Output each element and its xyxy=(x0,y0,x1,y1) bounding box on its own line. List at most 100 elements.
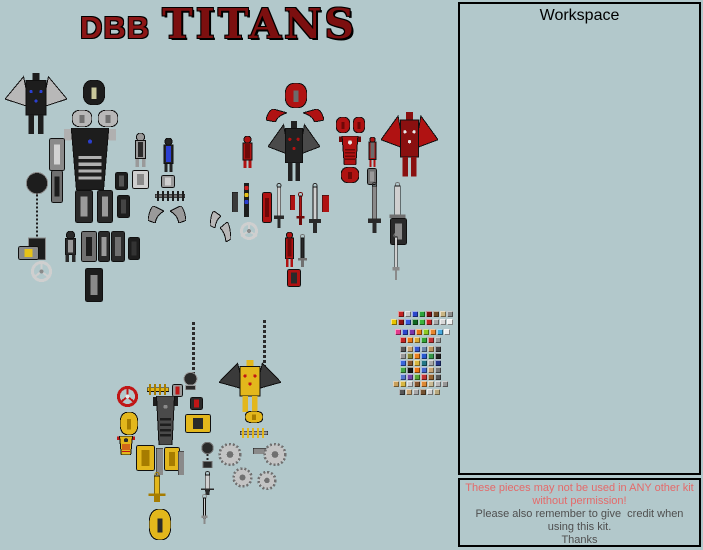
piece-thin-longsword[interactable] xyxy=(201,494,208,524)
piece-tri-plate-yellow[interactable] xyxy=(245,411,263,423)
color-swatch[interactable] xyxy=(423,329,429,335)
color-swatch[interactable] xyxy=(433,311,439,317)
piece-red-arm-small[interactable] xyxy=(367,137,378,167)
color-swatch[interactable] xyxy=(400,367,406,373)
piece-hanging-chain-2[interactable] xyxy=(262,320,267,367)
color-swatch[interactable] xyxy=(428,337,434,343)
color-swatch[interactable] xyxy=(407,374,413,380)
piece-winged-armor-black[interactable] xyxy=(5,73,67,135)
piece-chainsword-2[interactable] xyxy=(308,183,322,233)
color-swatch[interactable] xyxy=(435,367,441,373)
color-swatch[interactable] xyxy=(435,353,441,359)
color-swatch[interactable] xyxy=(405,311,411,317)
piece-shoulder-pods-right[interactable] xyxy=(164,447,180,471)
color-swatch[interactable] xyxy=(428,346,434,352)
color-swatch[interactable] xyxy=(407,360,413,366)
color-swatch[interactable] xyxy=(400,353,406,359)
color-swatch[interactable] xyxy=(400,337,406,343)
color-swatch[interactable] xyxy=(440,319,446,325)
piece-cycle-piece[interactable] xyxy=(85,268,103,302)
piece-gun-mount[interactable] xyxy=(18,246,39,260)
piece-sawblade-3[interactable] xyxy=(232,467,253,488)
color-swatch[interactable] xyxy=(416,329,422,335)
piece-mini-stand[interactable] xyxy=(172,384,183,397)
color-swatch[interactable] xyxy=(442,381,448,387)
color-swatch[interactable] xyxy=(400,381,406,387)
color-swatch[interactable] xyxy=(407,337,413,343)
color-swatch[interactable] xyxy=(400,374,406,380)
color-swatch[interactable] xyxy=(430,329,436,335)
piece-drill-saw-yellow[interactable] xyxy=(147,472,167,502)
color-swatch[interactable] xyxy=(428,374,434,380)
piece-spiked-chain[interactable] xyxy=(155,190,185,202)
piece-winged-demon-red[interactable] xyxy=(381,112,438,178)
piece-core-piece[interactable] xyxy=(49,138,65,171)
color-swatch[interactable] xyxy=(407,346,413,352)
piece-winged-demon-black[interactable] xyxy=(268,121,320,182)
piece-claw-shard-2[interactable] xyxy=(220,222,231,242)
color-swatch[interactable] xyxy=(413,389,419,395)
piece-gray-foot[interactable] xyxy=(161,175,175,188)
color-swatch[interactable] xyxy=(414,381,420,387)
color-swatch[interactable] xyxy=(420,389,426,395)
piece-torso-yellow-red[interactable] xyxy=(117,436,135,455)
piece-red-claw-arm[interactable] xyxy=(262,192,272,223)
piece-red-shard[interactable] xyxy=(290,195,295,210)
piece-shoulder-shell-right[interactable] xyxy=(98,110,118,127)
piece-gray-link-2[interactable] xyxy=(178,451,184,475)
piece-dagger[interactable] xyxy=(200,471,215,495)
color-swatch[interactable] xyxy=(414,367,420,373)
color-swatch[interactable] xyxy=(399,389,405,395)
piece-wing-claw-left[interactable] xyxy=(148,206,164,223)
piece-tri-wheel-small[interactable] xyxy=(238,222,260,240)
color-swatch[interactable] xyxy=(426,311,432,317)
color-swatch[interactable] xyxy=(406,389,412,395)
piece-leg-piece-dark[interactable] xyxy=(111,231,125,262)
color-swatch[interactable] xyxy=(428,367,434,373)
piece-shin-left[interactable] xyxy=(75,190,93,223)
color-swatch[interactable] xyxy=(435,381,441,387)
color-swatch[interactable] xyxy=(435,374,441,380)
piece-skeletal-piece[interactable] xyxy=(132,170,149,189)
piece-shoulder-shell-left[interactable] xyxy=(72,110,92,127)
color-swatch[interactable] xyxy=(414,360,420,366)
piece-spine-piece-2[interactable] xyxy=(98,231,110,262)
piece-brush-piece[interactable] xyxy=(128,237,140,260)
color-swatch[interactable] xyxy=(419,311,425,317)
color-swatch[interactable] xyxy=(407,353,413,359)
color-swatch[interactable] xyxy=(414,374,420,380)
piece-claw-shard-1[interactable] xyxy=(210,211,221,228)
piece-red-mask-head[interactable] xyxy=(285,83,307,108)
piece-shin-right[interactable] xyxy=(97,190,113,223)
piece-mech-head-yellow[interactable] xyxy=(149,509,171,540)
piece-dark-bar[interactable] xyxy=(232,192,238,212)
piece-tall-mask-yellow[interactable] xyxy=(120,412,138,435)
piece-hanging-chain-1[interactable] xyxy=(191,322,196,374)
color-swatch[interactable] xyxy=(412,311,418,317)
color-swatch[interactable] xyxy=(412,319,418,325)
color-swatch[interactable] xyxy=(435,337,441,343)
piece-spine-piece-1[interactable] xyxy=(81,231,97,262)
color-swatch[interactable] xyxy=(398,319,404,325)
color-swatch[interactable] xyxy=(421,367,427,373)
color-swatch[interactable] xyxy=(421,381,427,387)
color-swatch[interactable] xyxy=(447,319,453,325)
color-swatch[interactable] xyxy=(393,381,399,387)
piece-spiked-axle[interactable] xyxy=(240,427,268,439)
piece-red-wing-right[interactable] xyxy=(303,109,324,122)
color-swatch[interactable] xyxy=(428,353,434,359)
color-swatch[interactable] xyxy=(414,353,420,359)
piece-sawblade-1[interactable] xyxy=(218,442,242,467)
piece-shoulder-pods-left[interactable] xyxy=(136,445,155,471)
color-swatch[interactable] xyxy=(437,329,443,335)
piece-round-head[interactable] xyxy=(115,172,128,190)
piece-small-figure-black[interactable] xyxy=(161,138,176,172)
piece-chain-hook-ball[interactable] xyxy=(182,372,199,390)
piece-leg-clawfoot[interactable] xyxy=(62,231,79,262)
color-swatch[interactable] xyxy=(435,360,441,366)
color-swatch[interactable] xyxy=(421,360,427,366)
piece-black-spear[interactable] xyxy=(297,234,308,267)
color-swatch[interactable] xyxy=(428,381,434,387)
color-swatch[interactable] xyxy=(414,337,420,343)
color-swatch[interactable] xyxy=(409,329,415,335)
